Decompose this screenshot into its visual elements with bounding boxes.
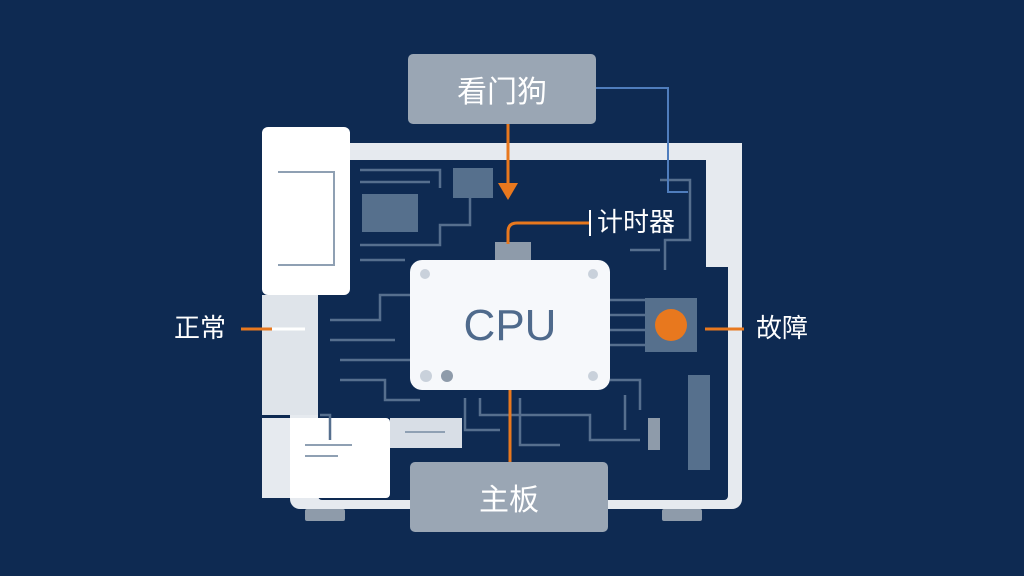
cpu-dot-left-1 xyxy=(420,370,432,382)
cpu-box xyxy=(410,260,610,390)
watchdog-timer-wire xyxy=(596,87,688,193)
chip-right-small xyxy=(648,418,660,450)
board-foot-right xyxy=(662,509,702,521)
normal-label: 正常 xyxy=(174,314,227,344)
cpu-dot-left-2 xyxy=(441,370,453,382)
motherboard-box: 主板 xyxy=(410,462,608,532)
board-foot-left xyxy=(305,509,345,521)
chip-upper-left xyxy=(362,194,418,232)
left-panel xyxy=(262,127,350,295)
left-side-bar xyxy=(262,295,318,415)
cpu-dot-left-top xyxy=(420,269,430,279)
cpu-label: CPU xyxy=(463,301,557,350)
fault-indicator-light xyxy=(655,309,687,341)
fault-label: 故障 xyxy=(756,314,809,344)
circuit-traces xyxy=(320,168,692,447)
timer-label: 计时器 xyxy=(597,208,676,238)
chip-right-bar xyxy=(688,375,710,470)
cpu-connector xyxy=(495,242,531,260)
board-corner-notch xyxy=(706,143,742,267)
left-panel-slot xyxy=(278,171,335,266)
watchdog-box: 看门狗 xyxy=(408,54,596,124)
bottom-left-edge xyxy=(262,418,290,498)
cpu-dot-right-top xyxy=(588,269,598,279)
watchdog-arrow-head xyxy=(498,183,518,200)
cpu-dot-right-bottom xyxy=(588,371,598,381)
cpu-timer-line xyxy=(506,221,590,244)
chip-small-top xyxy=(453,168,493,198)
bottom-left-block xyxy=(262,418,390,498)
